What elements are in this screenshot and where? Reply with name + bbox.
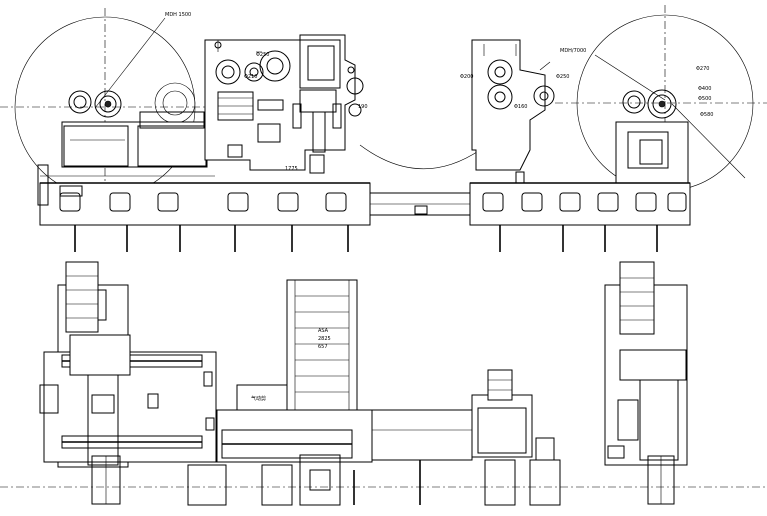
right-feed-stand [471,39,555,185]
left-coil [0,8,215,200]
conveyor-label-b: 2825 [318,336,331,342]
leveller-stand [204,34,364,174]
center-conveyor-plan [187,279,473,506]
dia-580: Φ580 [700,112,713,118]
right-uncoiler-plan [604,261,688,505]
dia-200: Φ200 [460,74,473,80]
rail-windows [59,192,687,212]
dia-160: Φ160 [514,104,527,110]
base-rail [39,175,691,226]
center-note: 气动剪 [251,395,266,402]
left-frame [61,121,208,168]
right-frame [615,121,689,185]
dia-500: Φ500 [698,96,711,102]
strip-loop [359,144,481,170]
dia-250-b: Φ250 [556,74,569,80]
conveyor-label-c: 657 [318,344,328,350]
dia-210: Φ210 [244,74,257,80]
coil-left-label: MDH 1500 [165,12,191,18]
dim-1775: 1775 [285,166,298,172]
dia-250-a: Φ250 [256,52,269,58]
elevation-view: MDH 1500 [0,5,767,252]
left-uncoiler-plan [39,261,217,505]
plan-view: ASA 2825 657 气动剪 [0,261,767,506]
conveyor-label-a: ASA [318,328,329,334]
dia-400: Φ400 [698,86,711,92]
right-drive-plan [471,369,561,506]
dia-270: Φ270 [696,66,709,72]
dim-190: 190 [358,104,368,110]
coil-right-label: MDH/7000 [560,48,586,54]
anchor-bolts [74,225,658,252]
